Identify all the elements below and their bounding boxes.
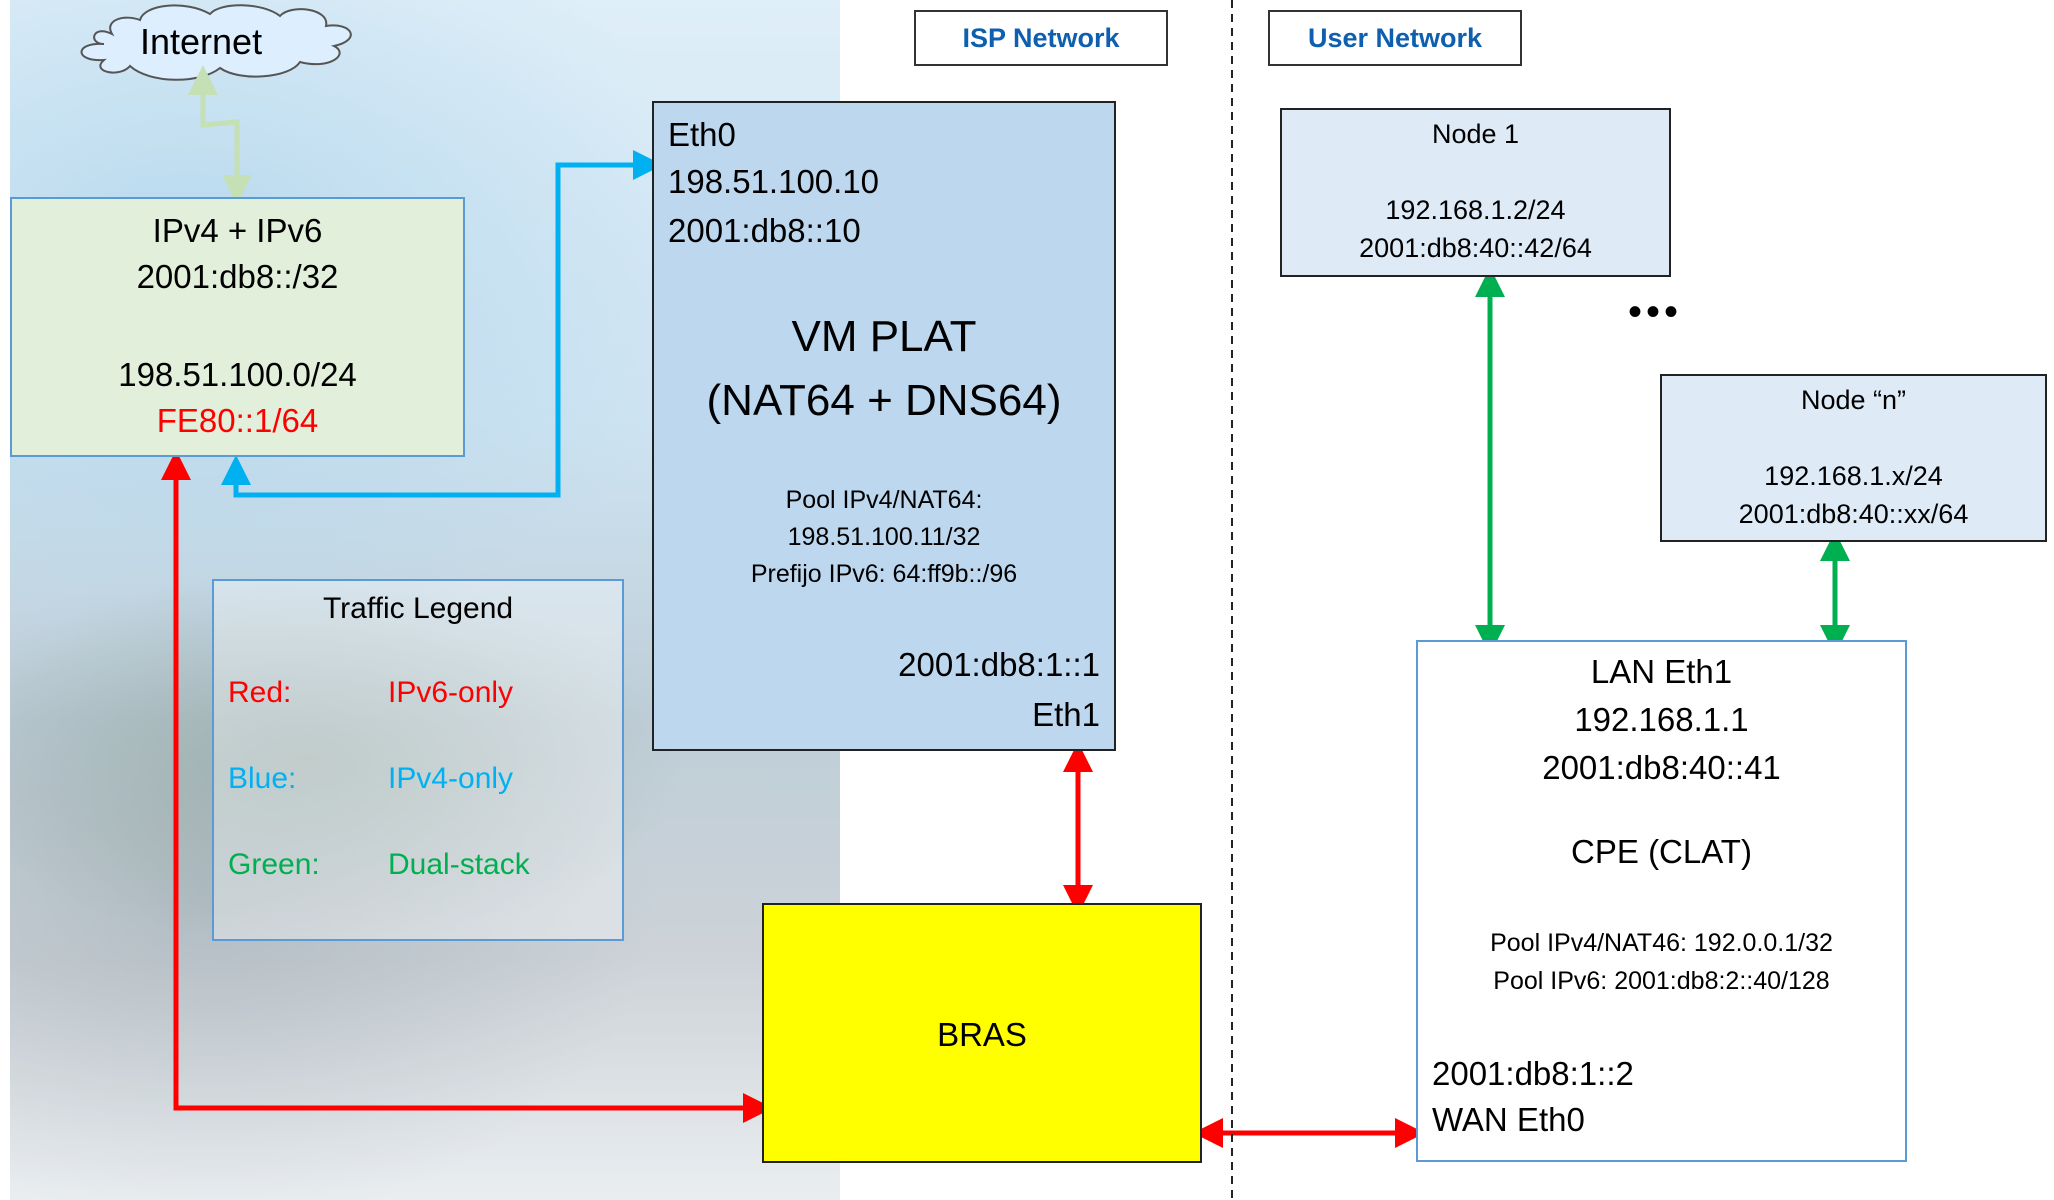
legend-blue-value: IPv4-only — [388, 762, 514, 795]
node-n-box: Node “n” 192.168.1.x/24 2001:db8:40::xx/… — [1660, 374, 2047, 542]
plat-ipv6-prefix: Prefijo IPv6: 64:ff9b::/96 — [750, 560, 1018, 588]
cpe-lan-label: LAN Eth1 — [1590, 653, 1733, 690]
node-n-ipv6: 2001:db8:40::xx/64 — [1738, 499, 1969, 529]
legend-red-key: Red: — [228, 676, 292, 709]
bras-label: BRAS — [937, 1016, 1027, 1053]
node-1-box: Node 1 192.168.1.2/24 2001:db8:40::42/64 — [1280, 108, 1671, 277]
isp-router-link-local: FE80::1/64 — [156, 402, 319, 439]
traffic-legend: Traffic Legend Red: IPv6-only Blue: IPv4… — [212, 579, 624, 941]
node-1-ipv4: 192.168.1.2/24 — [1385, 195, 1566, 225]
cpe-wan-label: WAN Eth0 — [1432, 1101, 1585, 1138]
plat-title: VM PLAT — [791, 312, 977, 361]
cpe-title: CPE (CLAT) — [1571, 833, 1752, 870]
legend-green-key: Green: — [228, 848, 320, 881]
isp-router-box: IPv4 + IPv6 2001:db8::/32 198.51.100.0/2… — [10, 197, 465, 457]
node-n-name: Node “n” — [1800, 385, 1907, 415]
ipv6-router-bras-arrow — [161, 450, 773, 1123]
user-network-header: User Network — [1268, 10, 1522, 66]
cpe-pool-ipv6: Pool IPv6: 2001:db8:2::40/128 — [1493, 967, 1830, 995]
plat-eth1-label: Eth1 — [1032, 696, 1100, 733]
isp-router-ipv4-prefix: 198.51.100.0/24 — [118, 356, 357, 393]
vm-plat-box: Eth0 198.51.100.10 2001:db8::10 VM PLAT … — [652, 101, 1116, 751]
isp-router-protocols: IPv4 + IPv6 — [152, 212, 323, 249]
legend-title: Traffic Legend — [322, 592, 514, 625]
node-1-name: Node 1 — [1431, 119, 1520, 149]
cpe-pool-ipv4: Pool IPv4/NAT46: 192.0.0.1/32 — [1490, 929, 1833, 957]
isp-router-ipv6-prefix: 2001:db8::/32 — [136, 258, 339, 295]
cpe-lan-ipv6: 2001:db8:40::41 — [1542, 749, 1781, 786]
isp-network-header: ISP Network — [914, 10, 1168, 66]
cpe-wan-address: 2001:db8:1::2 — [1432, 1055, 1634, 1092]
plat-subtitle: (NAT64 + DNS64) — [706, 376, 1062, 425]
more-nodes-ellipsis: ••• — [1628, 290, 1683, 334]
legend-green-value: Dual-stack — [388, 848, 530, 881]
bras-box: BRAS — [762, 903, 1202, 1163]
plat-eth1-address: 2001:db8:1::1 — [898, 646, 1100, 683]
node-1-ipv6: 2001:db8:40::42/64 — [1359, 233, 1592, 263]
legend-red-value: IPv6-only — [388, 676, 514, 709]
plat-eth0-ipv4: 198.51.100.10 — [668, 163, 880, 200]
plat-pool-ipv4: 198.51.100.11/32 — [787, 523, 981, 551]
internet-label: Internet — [140, 21, 263, 62]
cpe-lan-ipv4: 192.168.1.1 — [1574, 701, 1749, 738]
node-n-ipv4: 192.168.1.x/24 — [1764, 461, 1943, 491]
internet-uplink-arrow — [188, 65, 252, 205]
plat-eth0-label: Eth0 — [668, 116, 736, 153]
plat-pool-label: Pool IPv4/NAT64: — [785, 486, 983, 514]
plat-eth0-ipv6: 2001:db8::10 — [668, 212, 861, 249]
cpe-box: LAN Eth1 192.168.1.1 2001:db8:40::41 CPE… — [1416, 640, 1907, 1162]
legend-blue-key: Blue: — [228, 762, 297, 795]
